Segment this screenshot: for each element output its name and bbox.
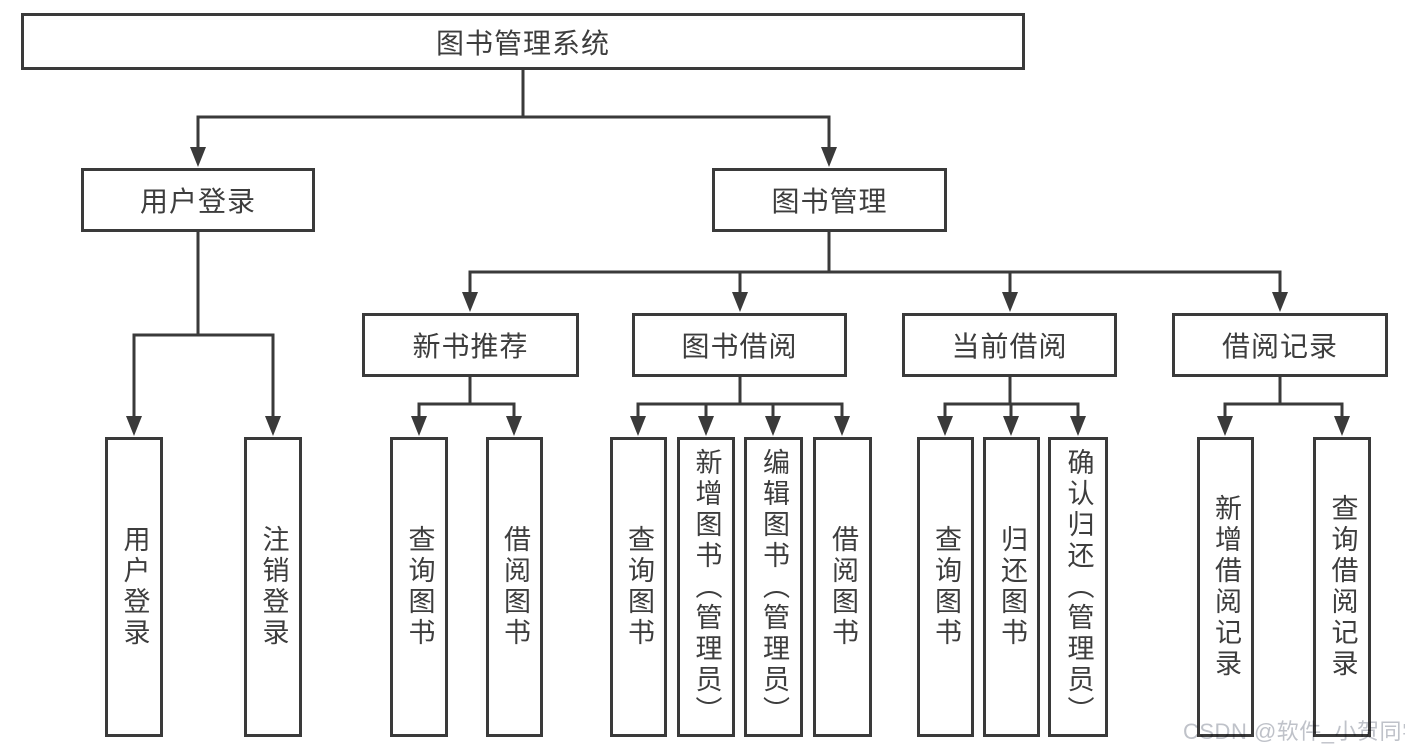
node-book-management: 图书管理 [712,168,947,232]
connector-borrow-to-leaves [636,375,844,420]
leaf-confirm-return-admin: 确认归还（管理员） [1048,437,1108,737]
arrow-down-icon [1002,292,1018,312]
arrow-down-icon [630,416,646,436]
arrow-down-icon [937,416,953,436]
leaf-query-books-current: 查询图书 [917,437,974,737]
leaf-return-book: 归还图书 [983,437,1040,737]
node-book-borrowing-label: 图书借阅 [681,331,798,362]
arrow-down-icon [1334,416,1350,436]
leaf-query-borrow-record: 查询借阅记录 [1313,437,1371,737]
leaf-user-login: 用户登录 [105,437,163,737]
leaf-edit-book-admin-label: 编辑图书（管理员） [759,447,789,727]
connector-recommend-to-leaves [417,375,516,420]
leaf-query-books-borrow: 查询图书 [610,437,667,737]
arrow-down-icon [821,147,837,167]
arrow-down-icon [126,416,142,436]
arrow-down-icon [506,416,522,436]
arrow-down-icon [1272,292,1288,312]
leaf-query-books-recommend-label: 查询图书 [404,525,435,649]
arrow-down-icon [462,292,478,312]
arrow-down-icon [732,292,748,312]
leaf-logout: 注销登录 [244,437,302,737]
node-borrowing-records: 借阅记录 [1172,313,1388,377]
arrow-down-icon [834,416,850,436]
leaf-return-book-label: 归还图书 [997,525,1027,649]
node-new-book-recommend-label: 新书推荐 [412,331,529,362]
arrow-down-icon [1003,416,1019,436]
leaf-query-books-recommend: 查询图书 [390,437,448,737]
arrow-down-icon [698,416,714,436]
leaf-query-borrow-record-label: 查询借阅记录 [1327,494,1358,680]
node-book-management-label: 图书管理 [771,186,888,217]
leaf-confirm-return-admin-label: 确认归还（管理员） [1063,447,1094,727]
leaf-add-book-admin: 新增图书（管理员） [677,437,735,737]
leaf-borrow-books-label: 借阅图书 [828,525,858,649]
leaf-query-books-borrow-label: 查询图书 [624,525,654,649]
arrow-down-icon [411,416,427,436]
connector-current-to-leaves [943,375,1080,420]
leaf-borrow-books: 借阅图书 [813,437,872,737]
connector-management-to-level3 [468,230,1282,296]
node-user-login: 用户登录 [81,168,315,232]
leaf-edit-book-admin: 编辑图书（管理员） [744,437,803,737]
node-book-borrowing: 图书借阅 [632,313,847,377]
connector-root-to-level2 [196,68,831,151]
leaf-logout-label: 注销登录 [258,525,289,649]
node-library-system-label: 图书管理系统 [435,27,610,59]
leaf-user-login-label: 用户登录 [119,525,150,649]
node-current-borrowing: 当前借阅 [902,313,1117,377]
leaf-borrow-books-recommend: 借阅图书 [486,437,543,737]
node-new-book-recommend: 新书推荐 [362,313,579,377]
connector-userlogin-to-leaves [132,230,275,420]
leaf-add-borrow-record: 新增借阅记录 [1197,437,1254,737]
node-user-login-label: 用户登录 [139,186,256,217]
arrow-down-icon [1217,416,1233,436]
arrow-down-icon [1070,416,1086,436]
node-current-borrowing-label: 当前借阅 [951,331,1068,362]
arrow-down-icon [765,416,781,436]
node-library-system: 图书管理系统 [21,13,1025,70]
leaf-borrow-books-recommend-label: 借阅图书 [500,525,530,649]
leaf-query-books-current-label: 查询图书 [931,525,961,649]
watermark-text: CSDN @软件_小贺同学 [1183,719,1405,744]
leaf-add-book-admin-label: 新增图书（管理员） [691,447,722,727]
connector-records-to-leaves [1223,375,1344,420]
arrow-down-icon [190,147,206,167]
arrow-down-icon [265,416,281,436]
node-borrowing-records-label: 借阅记录 [1221,331,1338,362]
leaf-add-borrow-record-label: 新增借阅记录 [1211,494,1241,680]
